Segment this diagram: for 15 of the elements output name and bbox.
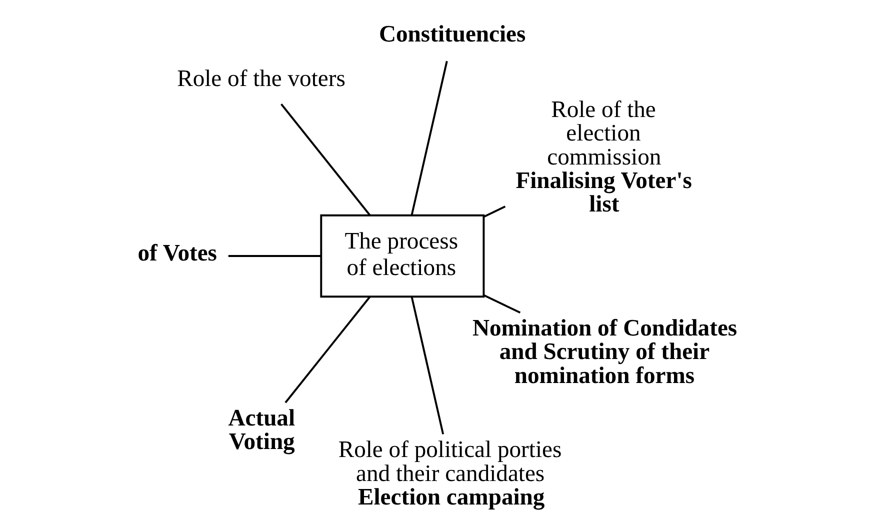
connector — [410, 296, 444, 434]
node-text: Role of the election commission Finalising Voter's list — [515, 97, 692, 218]
node-text: Role of the voters — [176, 66, 345, 92]
connector — [228, 255, 320, 257]
node-text: of Votes — [137, 240, 216, 266]
node-text: Constituencies — [378, 21, 526, 48]
node-text: Actual Voting — [228, 406, 295, 456]
node-box: The process of elections — [320, 214, 484, 298]
connector — [410, 60, 448, 216]
connector — [483, 206, 506, 218]
connector — [280, 103, 370, 216]
connector — [284, 296, 370, 404]
node-text: Role of political porties and their candidates Election campaing — [338, 437, 562, 510]
connector — [483, 294, 520, 314]
node-text: Nomination of Condidates and Scrutiny of their nomination forms — [472, 316, 737, 389]
